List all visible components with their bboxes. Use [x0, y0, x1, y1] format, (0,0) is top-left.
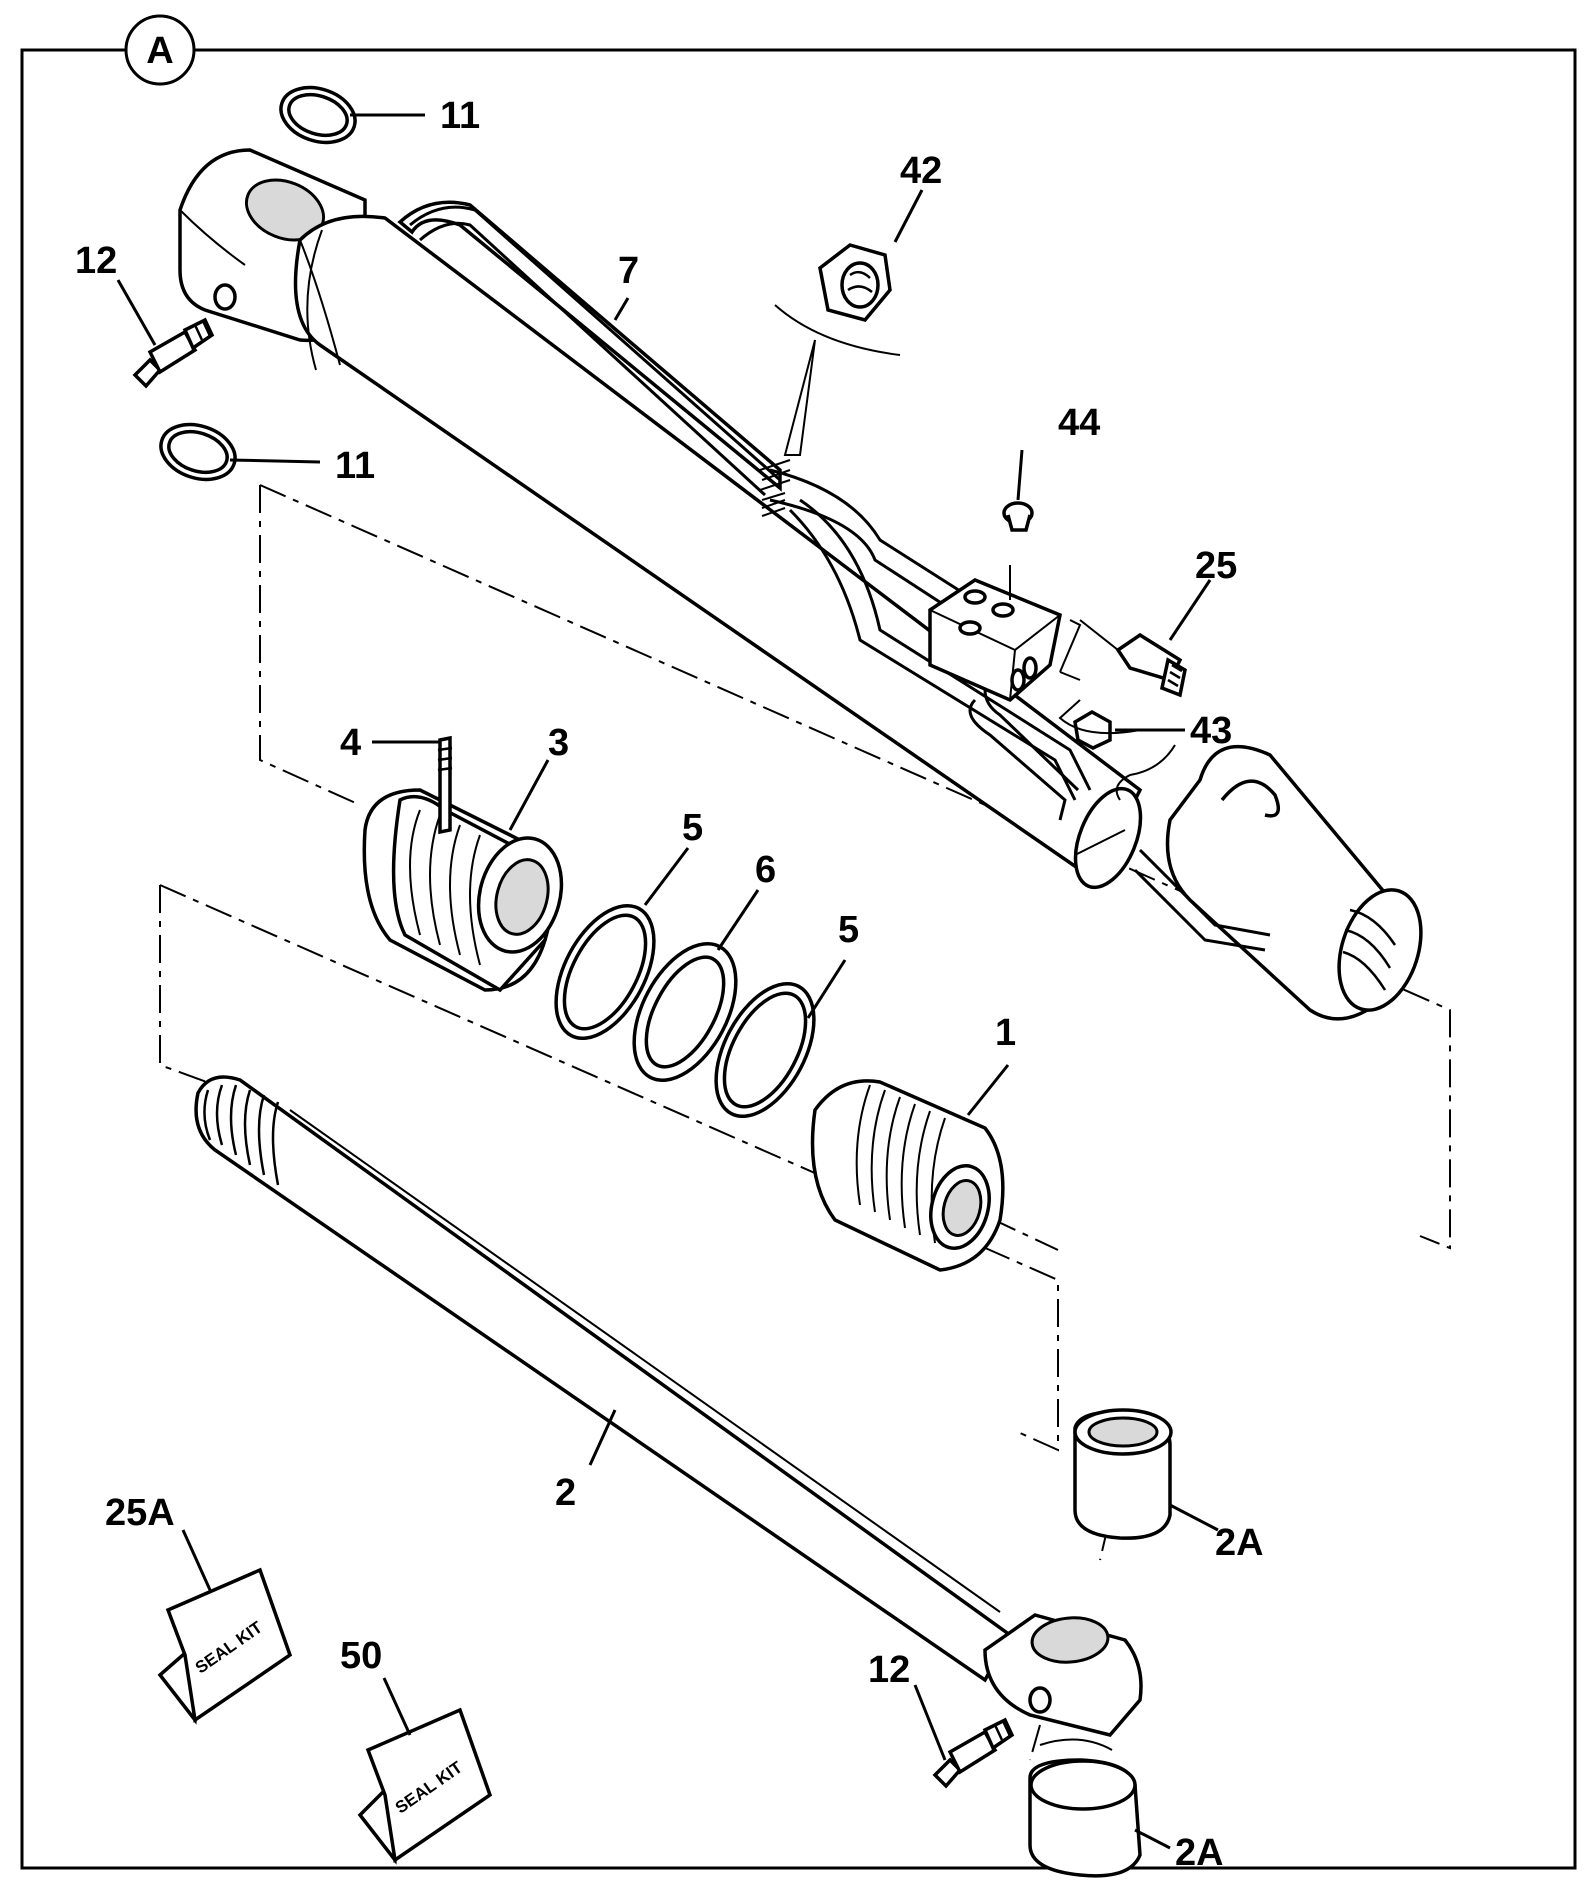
- callout-12-top: 12: [75, 240, 117, 282]
- callout-43: 43: [1190, 710, 1232, 752]
- o-ring-11-bottom: [159, 422, 237, 482]
- bushing-2a-top: [1073, 1408, 1173, 1540]
- callouts: 11 11 12 12 7 42 44 25 43 4 3 5 6 5 1 2 …: [75, 95, 1264, 1874]
- fitting-25: [1079, 619, 1187, 698]
- end-cap-sleeve: [1133, 745, 1423, 1021]
- grease-fitting-12-top: [132, 283, 237, 389]
- manifold-block: [928, 565, 1082, 703]
- callout-12-bottom: 12: [868, 1649, 910, 1691]
- callout-2a-top: 2A: [1215, 1522, 1264, 1564]
- callout-11-bottom: 11: [335, 445, 375, 487]
- explode-lines: [159, 484, 1451, 1761]
- callout-25a: 25A: [105, 1492, 175, 1534]
- callout-4: 4: [340, 722, 361, 764]
- callout-2a-bottom: 2A: [1175, 1832, 1224, 1874]
- grease-fitting-12-bottom: [932, 1717, 1015, 1789]
- callout-25: 25: [1195, 545, 1237, 587]
- callout-3: 3: [548, 722, 569, 764]
- seal-ring-5-right: [714, 981, 816, 1119]
- callout-50: 50: [340, 1635, 382, 1677]
- callout-2: 2: [555, 1472, 576, 1514]
- cylinder-barrel: [178, 148, 1143, 890]
- screw-44: [1002, 501, 1034, 532]
- callout-42: 42: [900, 150, 942, 192]
- diagram-frame: [20, 48, 1577, 1870]
- panel-badge: A: [124, 14, 196, 86]
- callout-5-left: 5: [682, 807, 703, 849]
- gland-1: [810, 1079, 1005, 1272]
- callout-1: 1: [995, 1012, 1016, 1054]
- callout-5-right: 5: [838, 909, 859, 951]
- seal-kit-25a: SEAL KIT: [157, 1567, 293, 1725]
- seal-kit-50: SEAL KIT: [357, 1707, 493, 1865]
- piston-3: [362, 735, 564, 993]
- callout-44: 44: [1058, 402, 1100, 444]
- callout-7: 7: [618, 250, 639, 292]
- leader-lines: [116, 113, 1219, 1850]
- plug-43: [1058, 699, 1176, 801]
- o-ring-11-top: [279, 85, 357, 145]
- hydraulic-tube: [397, 200, 1092, 821]
- rod-eye: [983, 1613, 1143, 1737]
- seal-ring-5-left: [554, 903, 656, 1041]
- callout-11-top: 11: [440, 95, 480, 137]
- seal-ring-6: [632, 942, 738, 1082]
- nut-42: [774, 243, 901, 456]
- callout-6: 6: [755, 849, 776, 891]
- piston-rod-2: [194, 1075, 1013, 1683]
- panel-letter: A: [146, 30, 173, 72]
- bushing-2a-bottom: [1028, 1738, 1142, 1878]
